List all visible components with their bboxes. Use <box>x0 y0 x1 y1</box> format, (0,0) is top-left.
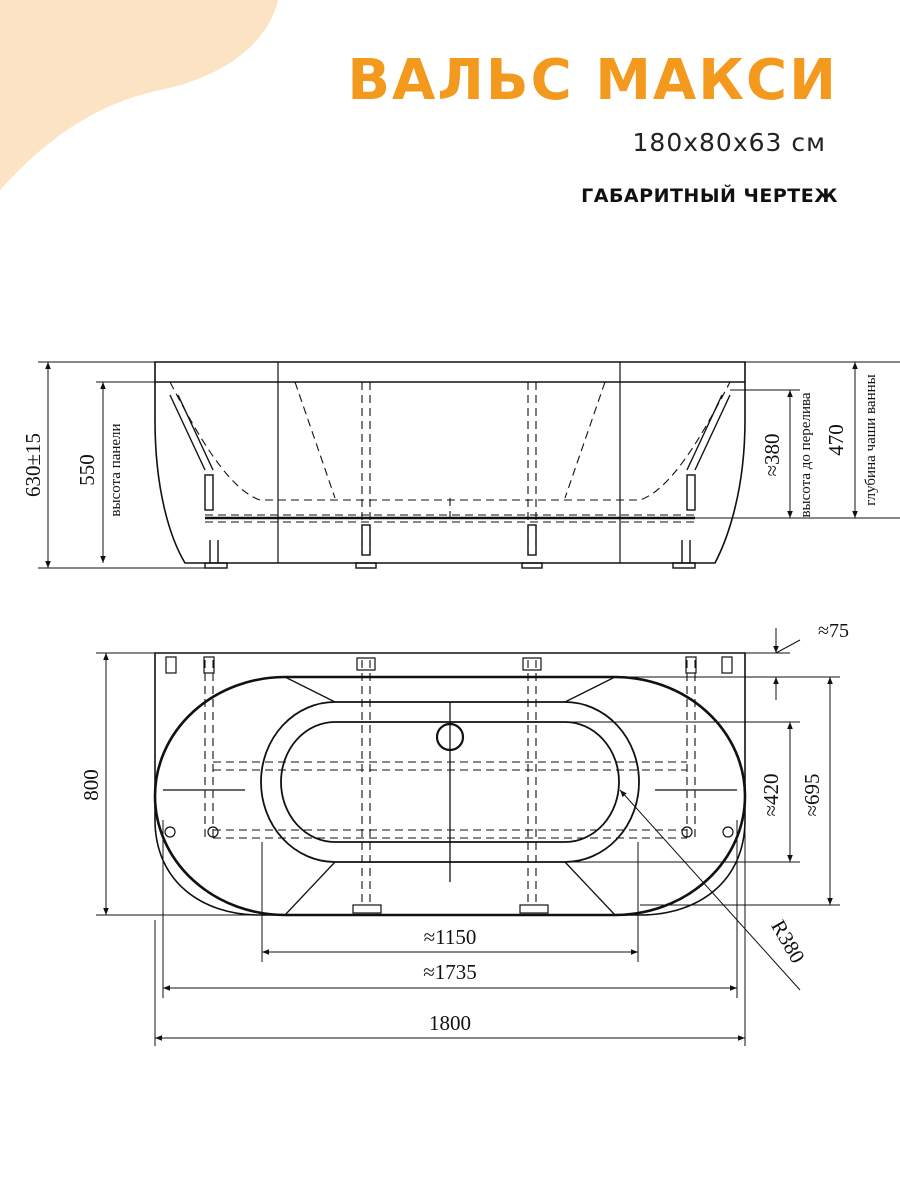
drain-icon <box>435 722 465 752</box>
side-view <box>154 361 746 569</box>
top-view <box>153 652 747 917</box>
dim-outer-length: ≈1735 <box>423 960 477 984</box>
dim-panel-height: 550 <box>75 454 99 486</box>
dim-total-height: 630±15 <box>21 433 45 497</box>
dim-width: 800 <box>79 769 103 801</box>
dim-inner-width: ≈420 <box>759 773 783 816</box>
section-title: ГАБАРИТНЫЙ ЧЕРТЕЖ <box>581 185 838 207</box>
top-view-shell <box>154 652 746 916</box>
top-view-dimensions <box>96 628 840 1046</box>
side-view-dimension-labels: 630±15 550 высота панели ≈380 высота до … <box>21 374 879 517</box>
top-view-dimension-labels: 800 ≈75 ≈420 ≈695 R380 ≈1150 ≈1735 1800 <box>79 620 849 1035</box>
page-title: ВАЛЬС МАКСИ <box>347 48 838 113</box>
dim-outer-width: ≈695 <box>800 773 824 816</box>
label-panel-height: высота панели <box>108 423 124 516</box>
side-view-dimensions <box>38 361 900 569</box>
label-overflow: высота до перелива <box>798 392 814 517</box>
dimensions-subtitle: 180x80x63 см <box>632 128 826 157</box>
label-depth: глубина чаши ванны <box>863 374 879 505</box>
dim-depth: 470 <box>824 424 848 456</box>
dim-rim: ≈75 <box>818 620 849 642</box>
dim-total-length: 1800 <box>429 1011 471 1035</box>
side-view-body <box>154 361 746 564</box>
dim-overflow: ≈380 <box>760 433 784 476</box>
dim-inner-length: ≈1150 <box>424 925 477 949</box>
background-blob <box>0 0 278 190</box>
